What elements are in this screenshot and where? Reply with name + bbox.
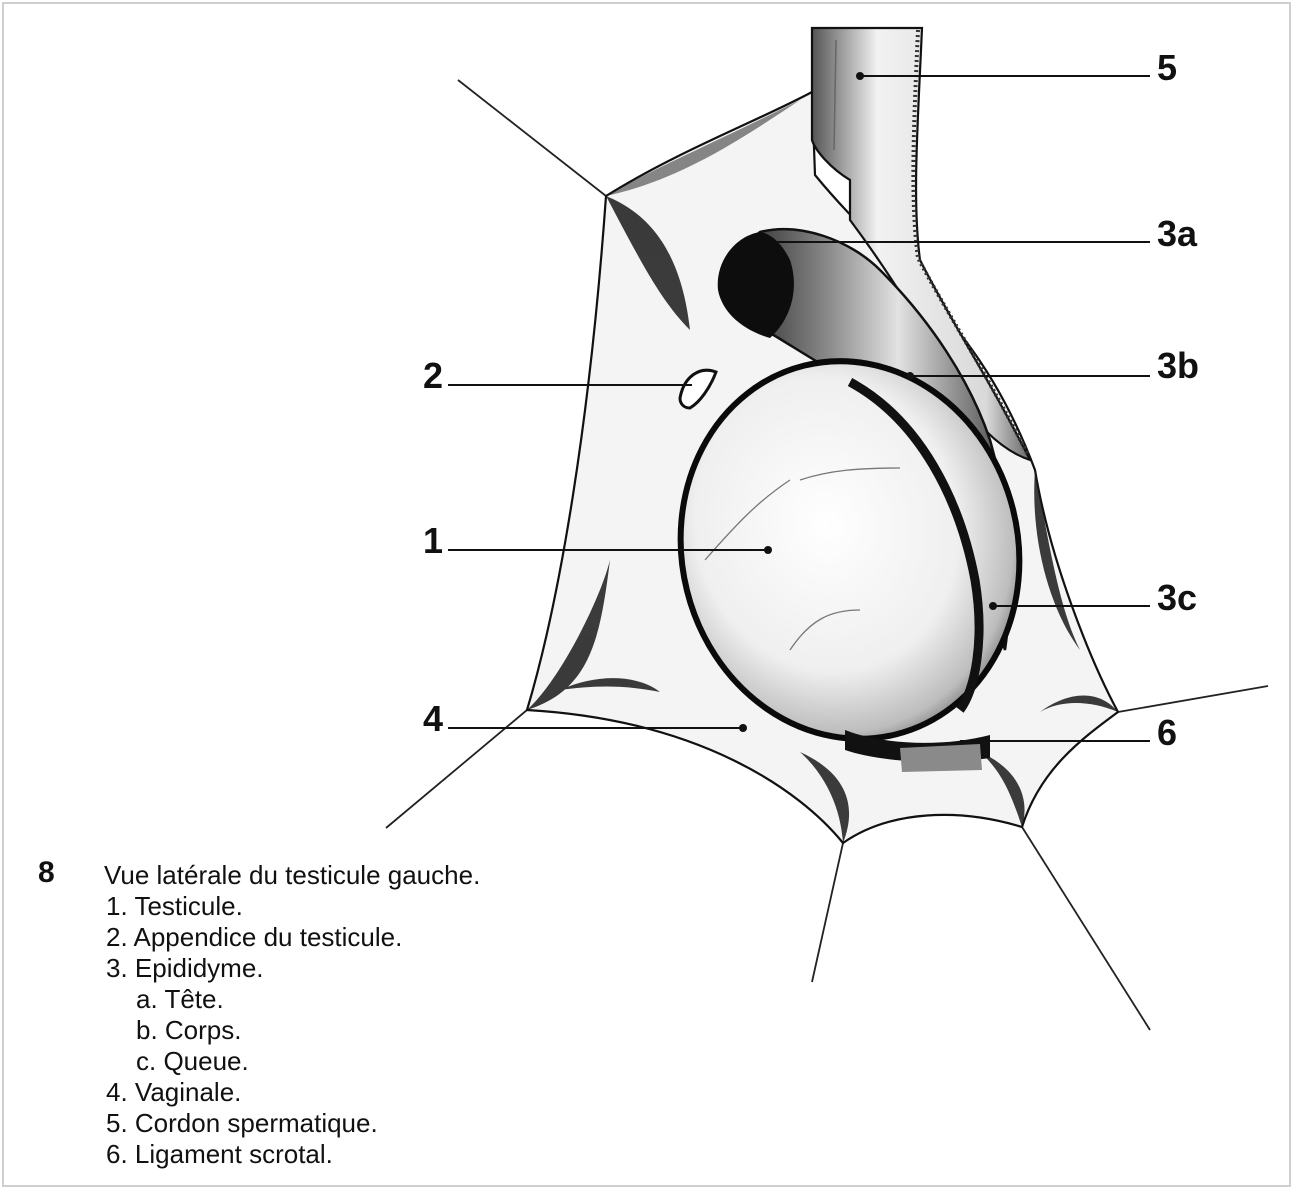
callout-3c: 3c — [1157, 577, 1197, 618]
legend-item: 2. Appendice du testicule. — [104, 922, 480, 953]
figure-number: 8 — [38, 856, 55, 890]
legend-subitem: b. Corps. — [104, 1015, 480, 1046]
callout-3b: 3b — [1157, 345, 1199, 386]
legend-caption: Vue latérale du testicule gauche. 1. Tes… — [104, 860, 480, 1170]
legend-item: 4. Vaginale. — [104, 1077, 480, 1108]
legend-item: 6. Ligament scrotal. — [104, 1139, 480, 1170]
legend-item: 3. Epididyme. — [104, 953, 480, 984]
legend-subitem: c. Queue. — [104, 1046, 480, 1077]
callout-5: 5 — [1157, 47, 1177, 88]
legend-subitem: a. Tête. — [104, 984, 480, 1015]
callout-1: 1 — [423, 520, 443, 561]
callout-2: 2 — [423, 355, 443, 396]
callout-3a: 3a — [1157, 213, 1198, 254]
callout-4: 4 — [423, 698, 443, 739]
callout-6: 6 — [1157, 712, 1177, 753]
legend-item: 1. Testicule. — [104, 891, 480, 922]
legend-item: 5. Cordon spermatique. — [104, 1108, 480, 1139]
legend-title: Vue latérale du testicule gauche. — [104, 860, 480, 891]
